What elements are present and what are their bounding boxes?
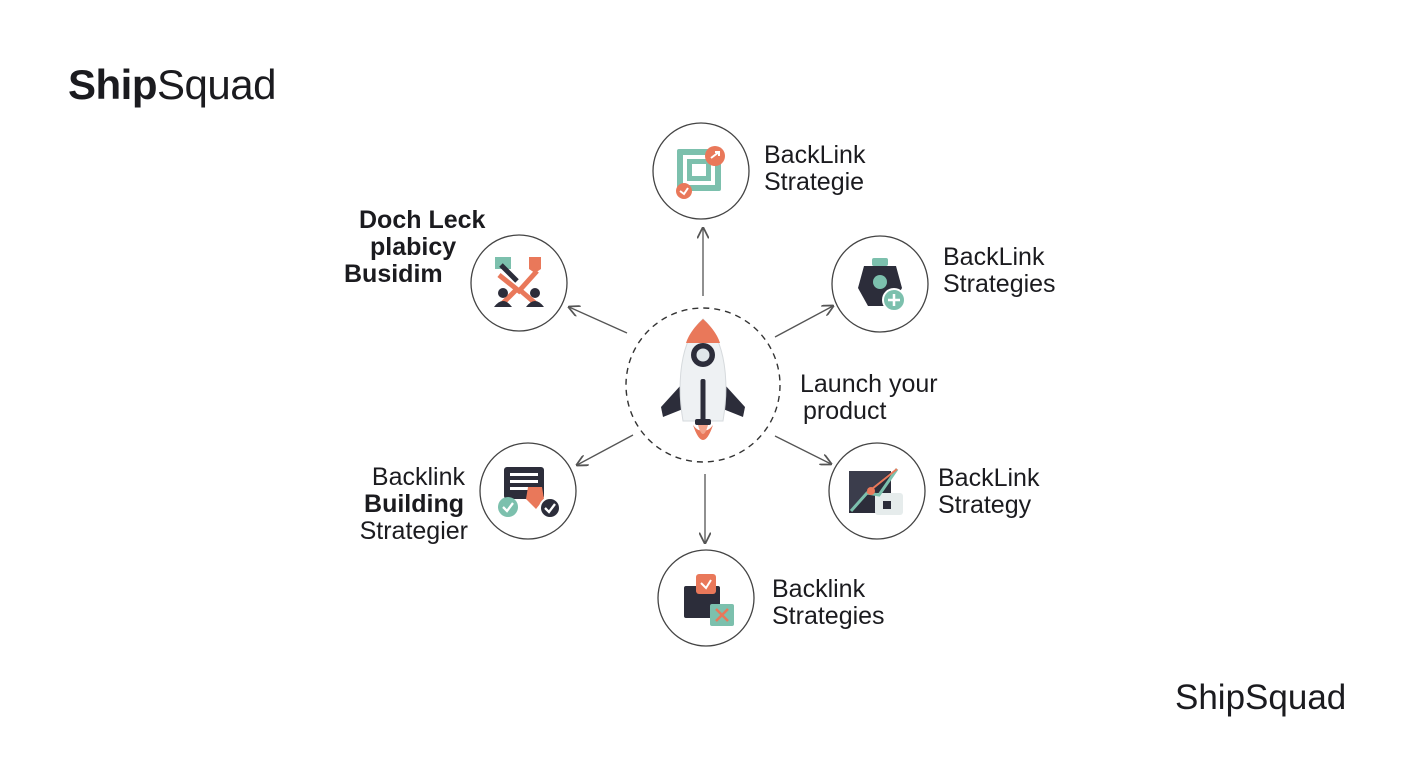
node-label-line: Doch Leck bbox=[359, 206, 486, 234]
center-label-line2: product bbox=[803, 397, 887, 425]
connectors bbox=[569, 228, 833, 543]
node-label-line: Backlink bbox=[371, 463, 465, 491]
connector-lower-left bbox=[577, 434, 634, 465]
node-label-line: Strategie bbox=[764, 168, 865, 196]
node-lower-right bbox=[828, 442, 926, 540]
center-label: Launch your product bbox=[800, 371, 938, 425]
target-chart-icon bbox=[676, 146, 725, 199]
node-label-upper-right: BackLink Strategies bbox=[943, 244, 1056, 298]
brand-logo-top: ShipSquad bbox=[68, 64, 276, 106]
network-people-icon bbox=[494, 257, 544, 307]
document-x-icon bbox=[684, 574, 734, 626]
node-label-bottom: Backlink Strategies bbox=[772, 576, 885, 630]
brand-logo-bold: Ship bbox=[68, 61, 158, 108]
node-label-line: Strategier bbox=[359, 517, 468, 545]
node-upper-left bbox=[470, 234, 568, 332]
node-label-line: Strategies bbox=[943, 270, 1056, 298]
connector-lower-right bbox=[774, 435, 831, 464]
node-upper-right bbox=[831, 235, 929, 333]
connector-upper-right bbox=[774, 306, 833, 338]
node-label-line: Busidim bbox=[344, 260, 443, 288]
connector-upper-left bbox=[569, 307, 628, 334]
node-bottom bbox=[657, 549, 755, 647]
center-hub bbox=[625, 307, 781, 463]
node-label-upper-left: Doch Leck plabicy Busidim bbox=[344, 207, 485, 288]
center-label-line1: Launch your bbox=[800, 370, 938, 398]
user-add-icon bbox=[858, 258, 906, 312]
node-label-line: Strategies bbox=[772, 602, 885, 630]
node-label-line: BackLink bbox=[764, 141, 866, 169]
brand-logo-light: Squad bbox=[157, 61, 276, 108]
rocket-icon bbox=[661, 318, 745, 440]
node-label-line: BackLink bbox=[943, 243, 1045, 271]
node-label-line: Strategy bbox=[938, 491, 1032, 519]
node-label-top: BackLink Strategie bbox=[764, 142, 865, 196]
growth-chart-icon bbox=[849, 468, 903, 515]
node-label-lower-left: Backlink Building Strategier bbox=[346, 464, 468, 545]
node-lower-left bbox=[479, 442, 577, 540]
node-label-lower-right: BackLink Strategy bbox=[938, 465, 1039, 519]
node-label-line: BackLink bbox=[938, 464, 1040, 492]
brand-logo-bottom: ShipSquad bbox=[1175, 678, 1347, 717]
checklist-icon bbox=[498, 467, 561, 519]
node-label-line: Backlink bbox=[772, 575, 866, 603]
node-label-line: plabicy bbox=[370, 233, 457, 261]
node-label-line: Building bbox=[364, 490, 464, 518]
node-top bbox=[652, 122, 750, 220]
